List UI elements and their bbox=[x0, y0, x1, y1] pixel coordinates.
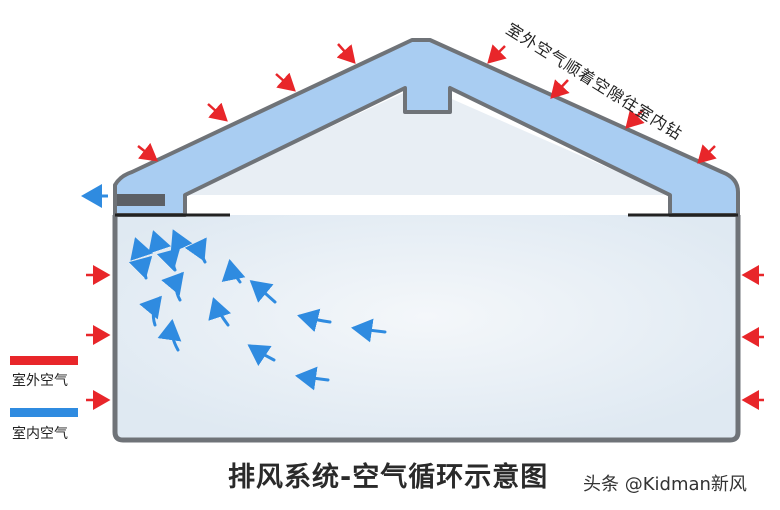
exhaust-vent bbox=[117, 194, 165, 206]
legend-outdoor-swatch bbox=[10, 356, 78, 365]
house-walls bbox=[112, 215, 741, 443]
indoor-arrows bbox=[128, 229, 387, 391]
attic-interior bbox=[185, 85, 670, 195]
house-interior bbox=[115, 215, 738, 440]
legend-indoor-swatch bbox=[10, 408, 78, 417]
legend-outdoor-label: 室外空气 bbox=[12, 373, 68, 389]
legend-indoor-label: 室内空气 bbox=[12, 426, 68, 442]
outdoor-arrows bbox=[86, 43, 764, 410]
diagram-caption: 排风系统-空气循环示意图 bbox=[228, 462, 549, 493]
watermark-text: 头条 @Kidman新风 bbox=[583, 474, 747, 495]
watermark: 头条 @Kidman新风 bbox=[583, 470, 747, 496]
roof-duct bbox=[113, 38, 740, 217]
